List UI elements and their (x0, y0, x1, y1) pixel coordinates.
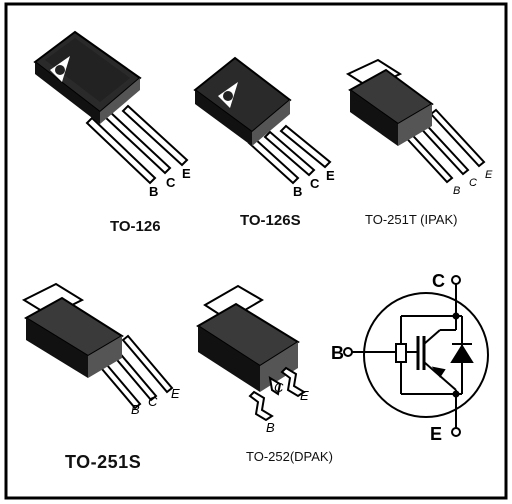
pin-label-c: C (148, 394, 158, 409)
schematic-label-e: E (430, 424, 442, 444)
pin-label-e: E (326, 168, 335, 183)
pin-label-b: B (149, 184, 158, 199)
pin-label-b: B (266, 420, 275, 435)
collector-terminal-icon (451, 275, 461, 285)
package-to251s: B C E (21, 282, 180, 417)
package-to252: B C E (196, 284, 309, 435)
pin-label-c: C (274, 380, 284, 395)
package-to251t: B C E (345, 58, 493, 197)
pin-label-e: E (485, 169, 493, 181)
resistor-icon (395, 343, 407, 363)
pin-label-c: C (469, 177, 477, 189)
pin-label-b: B (131, 402, 140, 417)
pin-label-b: B (293, 184, 302, 199)
schematic-label-c: C (432, 271, 445, 291)
pin-label-c: C (310, 176, 320, 191)
pin-label-e: E (182, 166, 191, 181)
caption-to126: TO-126 (110, 218, 161, 235)
diode-icon (450, 343, 474, 363)
pin-label-b: B (453, 185, 460, 197)
pin-label-c: C (166, 175, 176, 190)
package-to126: B C E (33, 30, 191, 199)
pin-label-e: E (300, 388, 309, 403)
logo-icon (50, 56, 70, 82)
base-terminal-icon (343, 347, 353, 357)
caption-to251s: TO-251S (65, 452, 142, 472)
logo-icon (218, 82, 238, 108)
caption-to251t: TO-251T (IPAK) (365, 212, 458, 227)
igbt-schematic-symbol (343, 275, 489, 437)
schematic-label-b: B (331, 343, 344, 363)
pin-label-e: E (171, 386, 180, 401)
emitter-terminal-icon (451, 427, 461, 437)
caption-to126s: TO-126S (240, 212, 301, 229)
outer-border (4, 2, 508, 500)
schematic-circle (363, 292, 489, 418)
caption-to252: TO-252(DPAK) (246, 449, 333, 464)
package-to126s: B C E (193, 56, 335, 199)
